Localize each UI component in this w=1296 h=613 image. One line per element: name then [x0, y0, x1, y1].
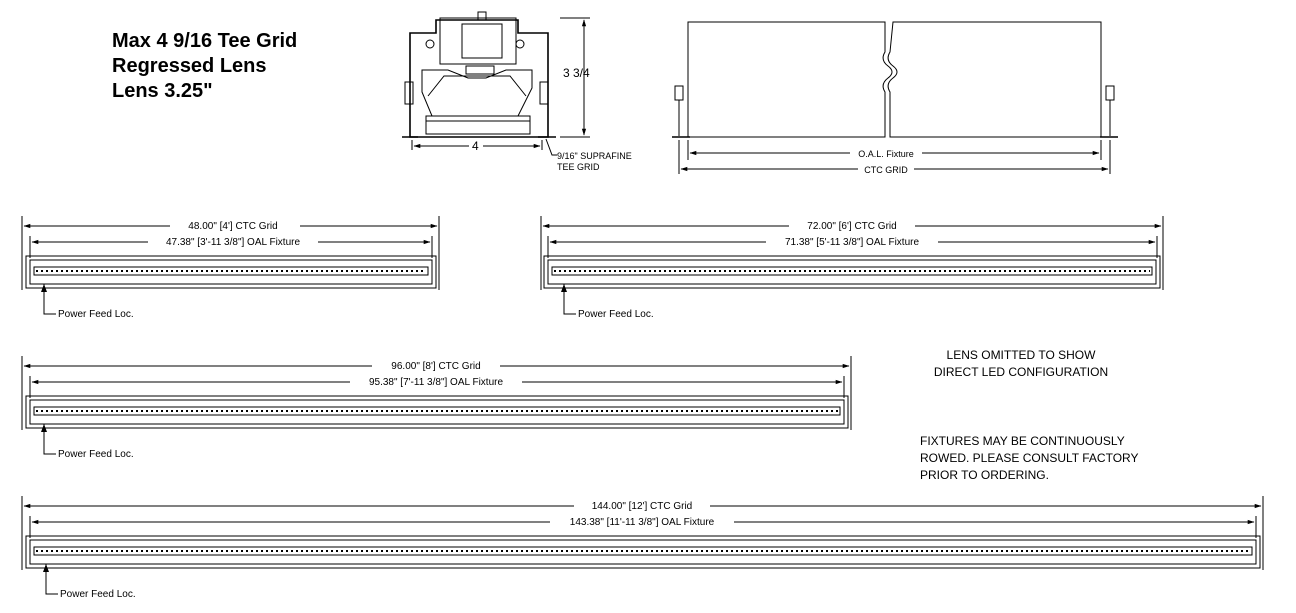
fixture-housing: [25, 535, 1261, 569]
power-feed-leader: [45, 564, 58, 595]
notes: LENS OMITTED TO SHOW DIRECT LED CONFIGUR…: [920, 348, 1139, 482]
fixture-6ft: 72.00" [6'] CTC Grid 71.38" [5'-11 3/8"]…: [540, 216, 1164, 320]
power-feed-label: Power Feed Loc.: [60, 589, 136, 600]
side-ctc-label: CTC GRID: [864, 165, 908, 175]
led-strip: [33, 546, 1253, 556]
rows-note-line-3: PRIOR TO ORDERING.: [920, 468, 1049, 482]
led-strip: [33, 406, 841, 416]
title-line-2: Regressed Lens: [112, 55, 267, 77]
fixture-oal-label: 95.38" [7'-11 3/8"] OAL Fixture: [369, 377, 504, 388]
side-grid-right: [1105, 85, 1115, 101]
grid-note-line-1: 9/16" SUPRAFINE: [557, 151, 632, 161]
fixture-oal-label: 71.38" [5'-11 3/8"] OAL Fixture: [785, 237, 920, 248]
section-screw-left: [425, 39, 435, 49]
fixture-ctc-label: 96.00" [8'] CTC Grid: [391, 361, 480, 372]
grid-note-line-2: TEE GRID: [557, 162, 600, 172]
fixture-plan-views: 48.00" [4'] CTC Grid 47.38" [3'-11 3/8"]…: [21, 216, 1264, 600]
lens-outline: [425, 115, 531, 135]
led-strip: [33, 266, 429, 276]
fixture-housing: [25, 395, 849, 429]
title-block: Max 4 9/16 Tee Grid Regressed Lens Lens …: [112, 30, 297, 102]
driver-box: [439, 17, 517, 65]
power-feed-leader: [43, 424, 56, 455]
power-feed-label: Power Feed Loc.: [578, 309, 654, 320]
power-feed-leader: [43, 284, 56, 315]
fixture-housing: [543, 255, 1161, 289]
housing-outline: [409, 19, 549, 138]
side-grid-left: [674, 85, 684, 101]
fixture-housing: [25, 255, 437, 289]
side-housing-right: [887, 21, 1102, 138]
lens-note-line-2: DIRECT LED CONFIGURATION: [934, 365, 1108, 379]
fixture-8ft: 96.00" [8'] CTC Grid 95.38" [7'-11 3/8"]…: [21, 356, 852, 460]
side-view: O.A.L. Fixture CTC GRID: [672, 21, 1118, 175]
led-board: [465, 65, 495, 75]
rows-note-line-1: FIXTURES MAY BE CONTINUOUSLY: [920, 434, 1125, 448]
section-clip: [477, 11, 487, 21]
fixture-oal-label: 47.38" [3'-11 3/8"] OAL Fixture: [166, 237, 301, 248]
power-feed-label: Power Feed Loc.: [58, 309, 134, 320]
fixture-ctc-label: 48.00" [4'] CTC Grid: [188, 221, 277, 232]
power-feed-leader: [563, 284, 576, 315]
tee-grid-left: [404, 81, 414, 105]
driver-module: [461, 23, 503, 59]
lens-note-line-1: LENS OMITTED TO SHOW: [947, 348, 1097, 362]
fixture-oal-label: 143.38" [11'-11 3/8"] OAL Fixture: [570, 517, 715, 528]
title-line-1: Max 4 9/16 Tee Grid: [112, 30, 297, 52]
fixture-4ft: 48.00" [4'] CTC Grid 47.38" [3'-11 3/8"]…: [21, 216, 440, 320]
fixture-12ft: 144.00" [12'] CTC Grid 143.38" [11'-11 3…: [21, 496, 1264, 600]
fixture-ctc-label: 72.00" [6'] CTC Grid: [807, 221, 896, 232]
tee-grid-right: [539, 81, 549, 105]
height-label: 3 3/4: [563, 66, 590, 80]
reflector-outline: [421, 69, 533, 117]
section-view: 3 3/4 4 9/16" SUPRAFINE TEE GRID: [402, 11, 632, 172]
side-oal-label: O.A.L. Fixture: [858, 149, 914, 159]
reflector-inner: [427, 75, 527, 97]
width-label: 4: [472, 139, 479, 153]
side-housing-left: [687, 21, 893, 138]
title-line-3: Lens 3.25": [112, 80, 213, 102]
rows-note-line-2: ROWED. PLEASE CONSULT FACTORY: [920, 451, 1139, 465]
section-screw-right: [515, 39, 525, 49]
led-strip: [551, 266, 1153, 276]
fixture-ctc-label: 144.00" [12'] CTC Grid: [592, 501, 693, 512]
power-feed-label: Power Feed Loc.: [58, 449, 134, 460]
